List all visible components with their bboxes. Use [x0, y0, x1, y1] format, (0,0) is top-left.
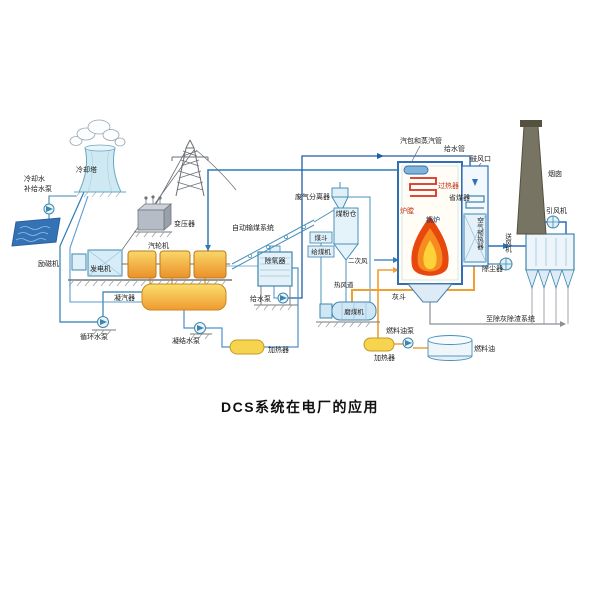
cooling-tower	[78, 144, 122, 193]
fuel-oil-pump	[402, 337, 414, 349]
coal-hopper-box	[309, 231, 333, 244]
steam-clouds	[69, 119, 126, 147]
label-blast-port: 鼓风口	[470, 154, 491, 163]
gas-separator-cyclone	[331, 182, 349, 214]
coal-mill	[319, 301, 377, 321]
label-dust-collector: 除尘器	[482, 264, 503, 273]
transmission-tower	[171, 139, 209, 197]
label-chimney: 烟囱	[548, 169, 562, 178]
label-lp-heater: 加热器	[268, 345, 289, 354]
deaerator	[257, 245, 293, 305]
economizer-coil	[465, 195, 485, 209]
label-furnace: 炉膛	[400, 206, 414, 215]
chimney	[516, 120, 547, 235]
label-drum-steam-pipes: 汽包和蒸汽管	[400, 136, 442, 145]
transformer	[136, 195, 173, 231]
label-exciter: 励磁机	[38, 259, 59, 268]
water-channel	[11, 217, 61, 247]
power-wires	[121, 149, 237, 251]
condensate-pump	[194, 322, 206, 334]
label-coal-hopper: 煤斗	[315, 233, 329, 242]
label-ash-hopper: 灰斗	[392, 292, 406, 301]
page-title: DCS系统在电厂的应用	[221, 399, 379, 415]
furnace	[397, 161, 463, 303]
label-gas-separator: 废气分离器	[295, 192, 330, 201]
label-coal-conveying: 自动输煤系统	[232, 223, 274, 232]
forced-draft-fan	[499, 257, 513, 271]
label-generator: 发电机	[90, 264, 111, 273]
label-condensate-pump: 凝结水泵	[172, 336, 200, 345]
generator	[87, 249, 123, 277]
label-secondary-air: 二次风	[348, 256, 368, 265]
labels: 冷却塔 冷却水 补给水泵 变压器 励磁机 发电机 汽轮机 凝汽器 循环水泵 凝结…	[24, 136, 567, 362]
label-coal-feeder: 给煤机	[311, 247, 331, 256]
superheater-coil	[409, 177, 437, 197]
coal-conveyor	[231, 219, 315, 270]
steam-turbine	[122, 250, 230, 279]
label-deaerator: 除氧器	[265, 256, 286, 265]
circulating-pump	[97, 316, 109, 328]
label-makeup-line1: 冷却水	[24, 174, 45, 183]
induced-draft-fan	[546, 215, 560, 229]
backpass	[461, 165, 489, 267]
label-hot-air-duct: 热风道	[334, 280, 354, 289]
label-induced-draft-fan: 引风机	[546, 206, 567, 215]
dust-collector	[525, 233, 575, 290]
label-fuel-oil: 燃料油	[474, 344, 495, 353]
label-makeup-line2: 补给水泵	[24, 184, 52, 193]
lp-heater	[229, 339, 265, 355]
label-to-ash-system: 至除灰除渣系统	[486, 314, 535, 323]
pipework	[48, 145, 569, 349]
label-superheater: 过热器	[438, 181, 459, 190]
condenser	[141, 278, 227, 311]
label-feed-water-pipe: 给水管	[444, 144, 465, 153]
ash-cone	[406, 283, 454, 303]
label-air-preheater: 空气预热器	[476, 216, 484, 251]
label-boiler: 锅炉	[426, 215, 440, 224]
label-coal-mill: 磨煤机	[344, 307, 364, 316]
label-fuel-oil-pump: 燃料油泵	[386, 326, 414, 335]
feed-pump	[273, 286, 289, 304]
fuel-oil-heater	[363, 337, 395, 352]
label-coal-bunker: 煤粉仓	[336, 209, 357, 218]
fuel-oil-tank	[427, 335, 473, 361]
label-steam-turbine: 汽轮机	[148, 241, 169, 250]
label-economizer: 省煤器	[449, 193, 470, 202]
exciter	[71, 253, 87, 271]
flame-core	[423, 240, 437, 270]
label-forced-draft-fan: 送风机	[504, 232, 512, 254]
coal-feeder-box	[307, 245, 335, 258]
label-transformer: 变压器	[174, 219, 195, 228]
makeup-pump	[43, 203, 55, 215]
label-condenser: 凝汽器	[114, 293, 135, 302]
label-circulating-pump: 循环水泵	[80, 332, 108, 341]
coal-bunker-silo	[333, 207, 359, 261]
label-cooling-tower: 冷却塔	[76, 165, 97, 174]
steam-drum	[403, 165, 429, 175]
label-feed-pump: 给水泵	[250, 294, 271, 303]
label-fuel-oil-heater: 加热器	[374, 353, 395, 362]
